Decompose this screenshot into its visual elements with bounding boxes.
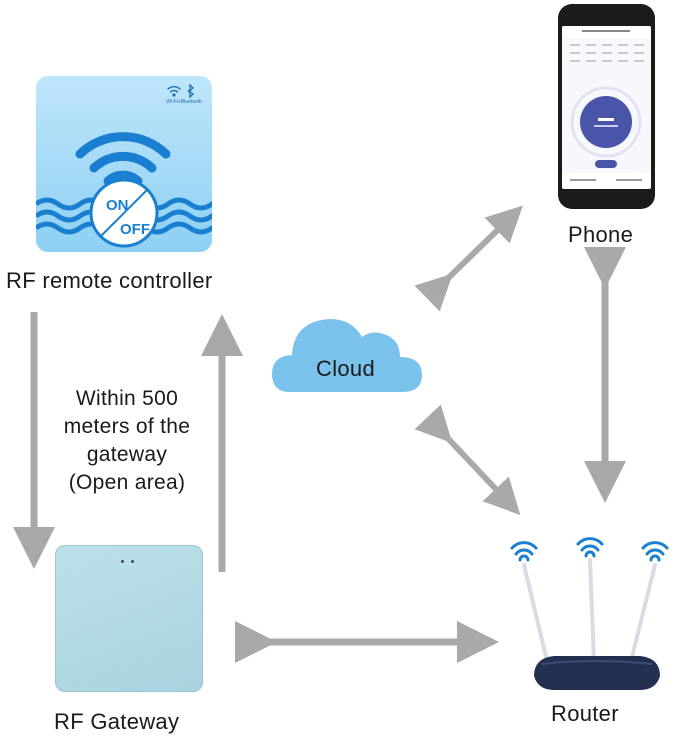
- label-cloud: Cloud: [316, 356, 375, 381]
- gateway-icon: [55, 545, 203, 692]
- on-text: ON: [106, 197, 129, 214]
- label-gateway: RF Gateway: [54, 709, 180, 734]
- power-toggle-icon: [89, 178, 159, 248]
- rf-remote-controller: ON OFF Wi-Fi+Bluetooth: [36, 76, 212, 252]
- remote-artwork: ON OFF: [36, 83, 212, 248]
- range-note: Within 500 meters of the gateway (Open a…: [44, 385, 210, 497]
- label-phone: Phone: [568, 222, 634, 247]
- arrow-cloud-router: [414, 404, 521, 516]
- bluetooth-icon: [187, 83, 194, 99]
- range-note-line-3: gateway: [86, 443, 168, 466]
- phone-screen: [562, 26, 651, 189]
- gateway-led: [121, 560, 124, 563]
- gateway-led: [131, 560, 134, 563]
- label-remote: RF remote controller: [6, 268, 213, 293]
- off-text: OFF: [120, 221, 150, 238]
- arrow-cloud-phone: [414, 205, 523, 312]
- phone-app-preview: [562, 26, 651, 189]
- phone-icon: [558, 4, 655, 209]
- wifi-icon-large: [75, 132, 171, 186]
- range-note-line-1: Within 500: [75, 387, 179, 410]
- range-note-line-4: (Open area): [68, 471, 186, 494]
- remote-corner-text: Wi-Fi+Bluetooth: [166, 99, 202, 105]
- label-router: Router: [551, 701, 619, 726]
- wifi-icon: [167, 86, 181, 97]
- range-note-line-2: meters of the: [63, 415, 191, 438]
